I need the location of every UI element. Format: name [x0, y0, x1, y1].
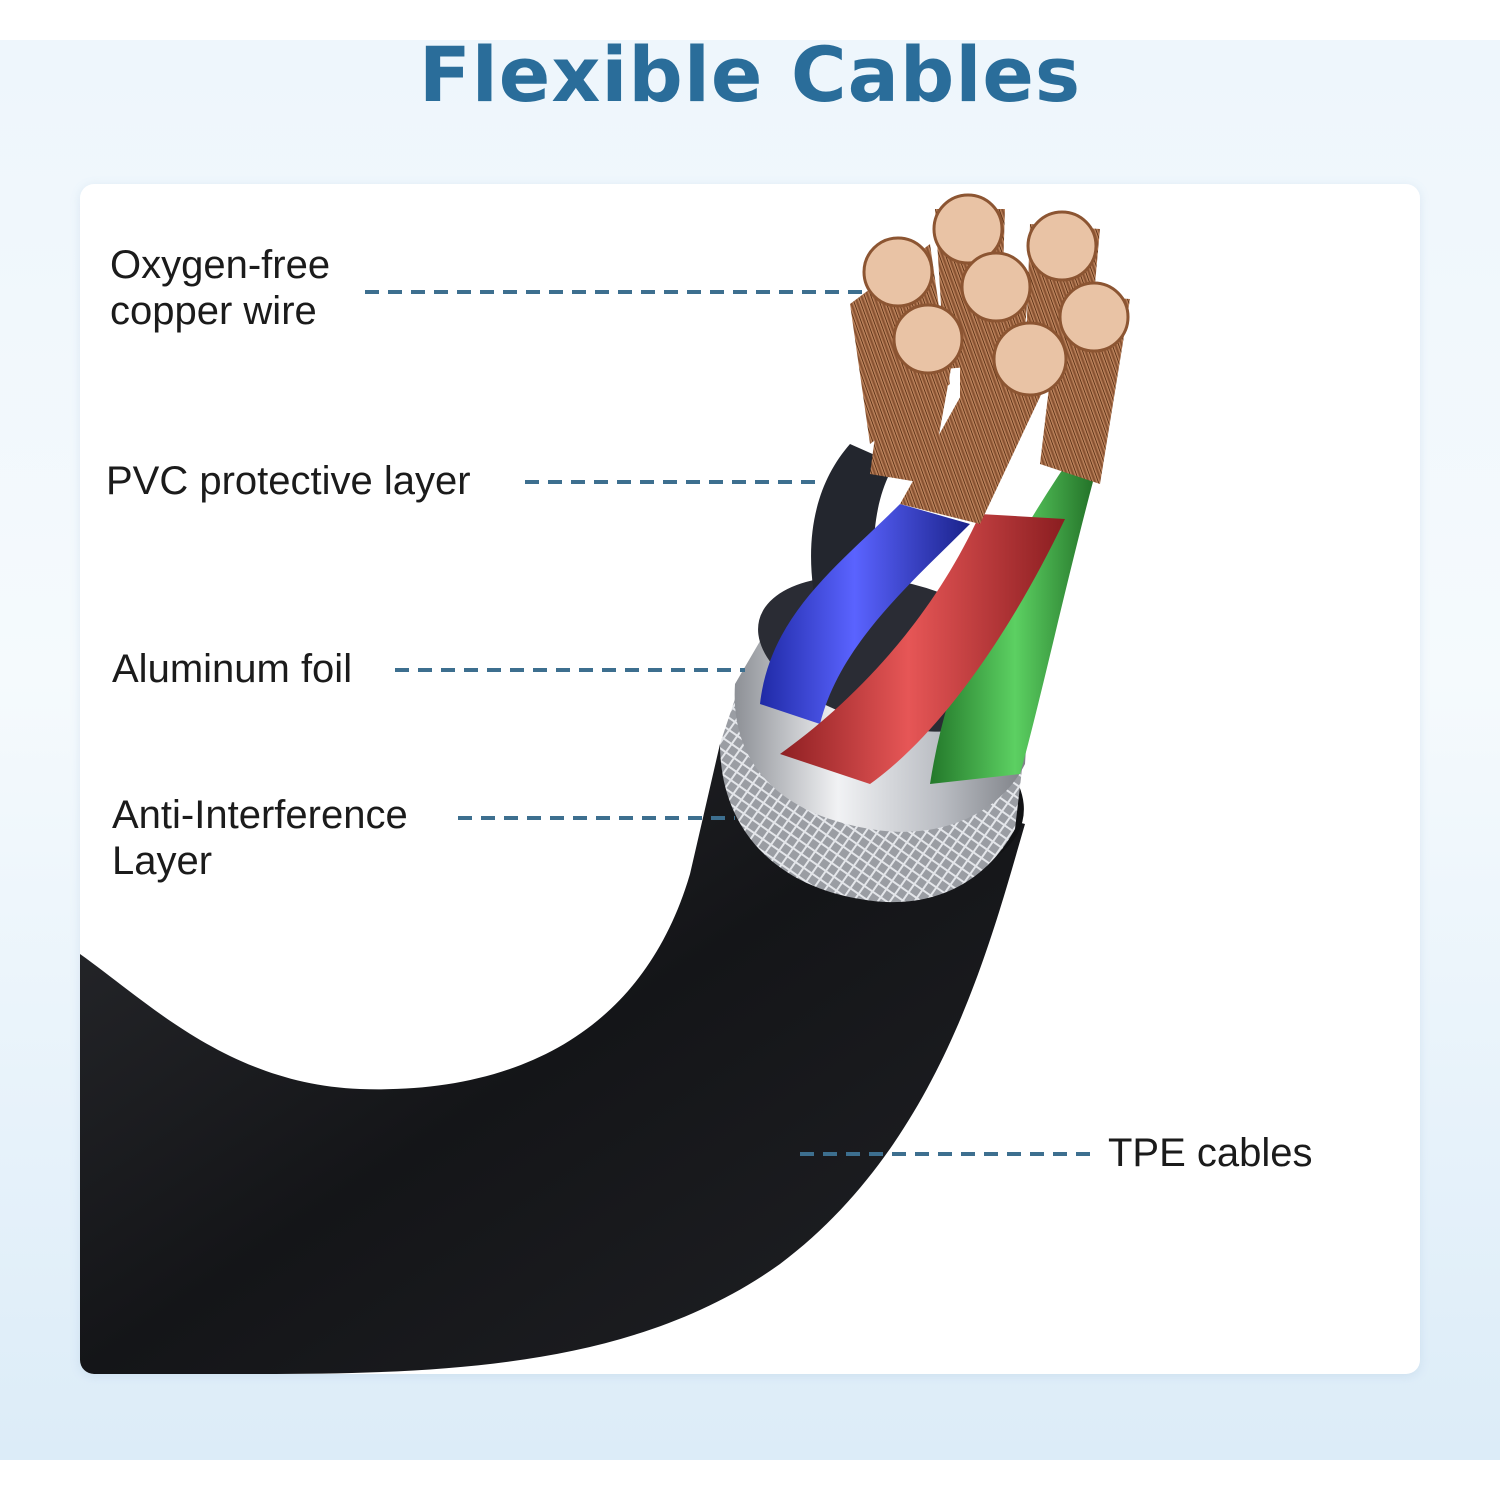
callout-tpe-cables: TPE cables	[1108, 1131, 1313, 1175]
cable-illustration	[80, 193, 1130, 1374]
callout-anti-interference-layer: Anti-Interference Layer	[112, 793, 408, 883]
strand-end-faces	[862, 193, 1130, 397]
callout-aluminum-foil: Aluminum foil	[112, 647, 353, 691]
tpe-jacket	[80, 744, 1025, 1374]
blue-conductor	[760, 504, 970, 724]
callout-pvc-protective-layer: PVC protective layer	[106, 459, 471, 503]
diagram-card: Oxygen-free copper wire PVC protective l…	[80, 184, 1420, 1374]
leader-lines	[365, 290, 1098, 1156]
callout-oxygen-free-copper-wire: Oxygen-free copper wire	[110, 243, 331, 333]
red-conductor	[780, 514, 1065, 784]
page-title: Flexible Cables	[418, 30, 1082, 119]
